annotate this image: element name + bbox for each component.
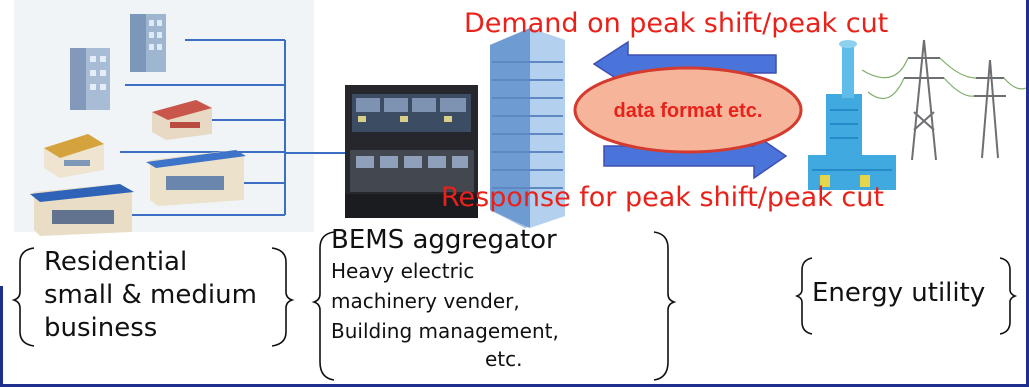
aggregator-line-2: machinery vender, xyxy=(331,289,520,313)
transmission-tower-icon xyxy=(904,39,1006,161)
residential-left-bracket xyxy=(11,247,35,347)
residential-line-1: Residential xyxy=(44,247,188,277)
data-format-badge xyxy=(573,66,803,154)
office-tower-icon xyxy=(130,14,166,72)
residential-right-bracket xyxy=(271,247,295,347)
aggregator-title: BEMS aggregator xyxy=(331,225,557,255)
aggregator-group: BEMS aggregator Heavy electric machinery… xyxy=(331,224,559,372)
frame-left-line xyxy=(0,286,3,387)
residential-line-3: business xyxy=(44,313,158,343)
frame-right-line xyxy=(1026,0,1029,387)
aggregator-left-bracket xyxy=(311,231,335,381)
utility-label: Energy utility xyxy=(812,278,986,308)
office-building-icon xyxy=(70,48,110,110)
aggregator-line-4: etc. xyxy=(485,347,523,371)
aggregator-right-bracket xyxy=(653,231,677,381)
retail-building-icon xyxy=(30,184,134,236)
power-plant-icon xyxy=(808,40,896,190)
house-building-icon xyxy=(44,134,104,178)
aggregator-line-1: Heavy electric xyxy=(331,259,475,283)
aggregator-tower-icon xyxy=(490,28,565,228)
store-building-icon xyxy=(146,150,246,206)
shop-building-icon xyxy=(152,100,212,140)
control-room-image xyxy=(345,85,478,218)
response-label: Response for peak shift/peak cut xyxy=(441,182,884,213)
power-lines xyxy=(861,57,1027,100)
aggregator-line-3: Building management, xyxy=(331,319,559,343)
data-format-badge-label: data format etc. xyxy=(614,100,763,122)
residential-group: Residential small & medium business xyxy=(44,246,257,345)
residential-line-2: small & medium xyxy=(44,280,257,310)
utility-right-bracket xyxy=(999,257,1018,335)
utility-left-bracket xyxy=(794,257,813,335)
demand-label: Demand on peak shift/peak cut xyxy=(464,8,889,39)
frame-bottom-line xyxy=(0,384,1029,387)
